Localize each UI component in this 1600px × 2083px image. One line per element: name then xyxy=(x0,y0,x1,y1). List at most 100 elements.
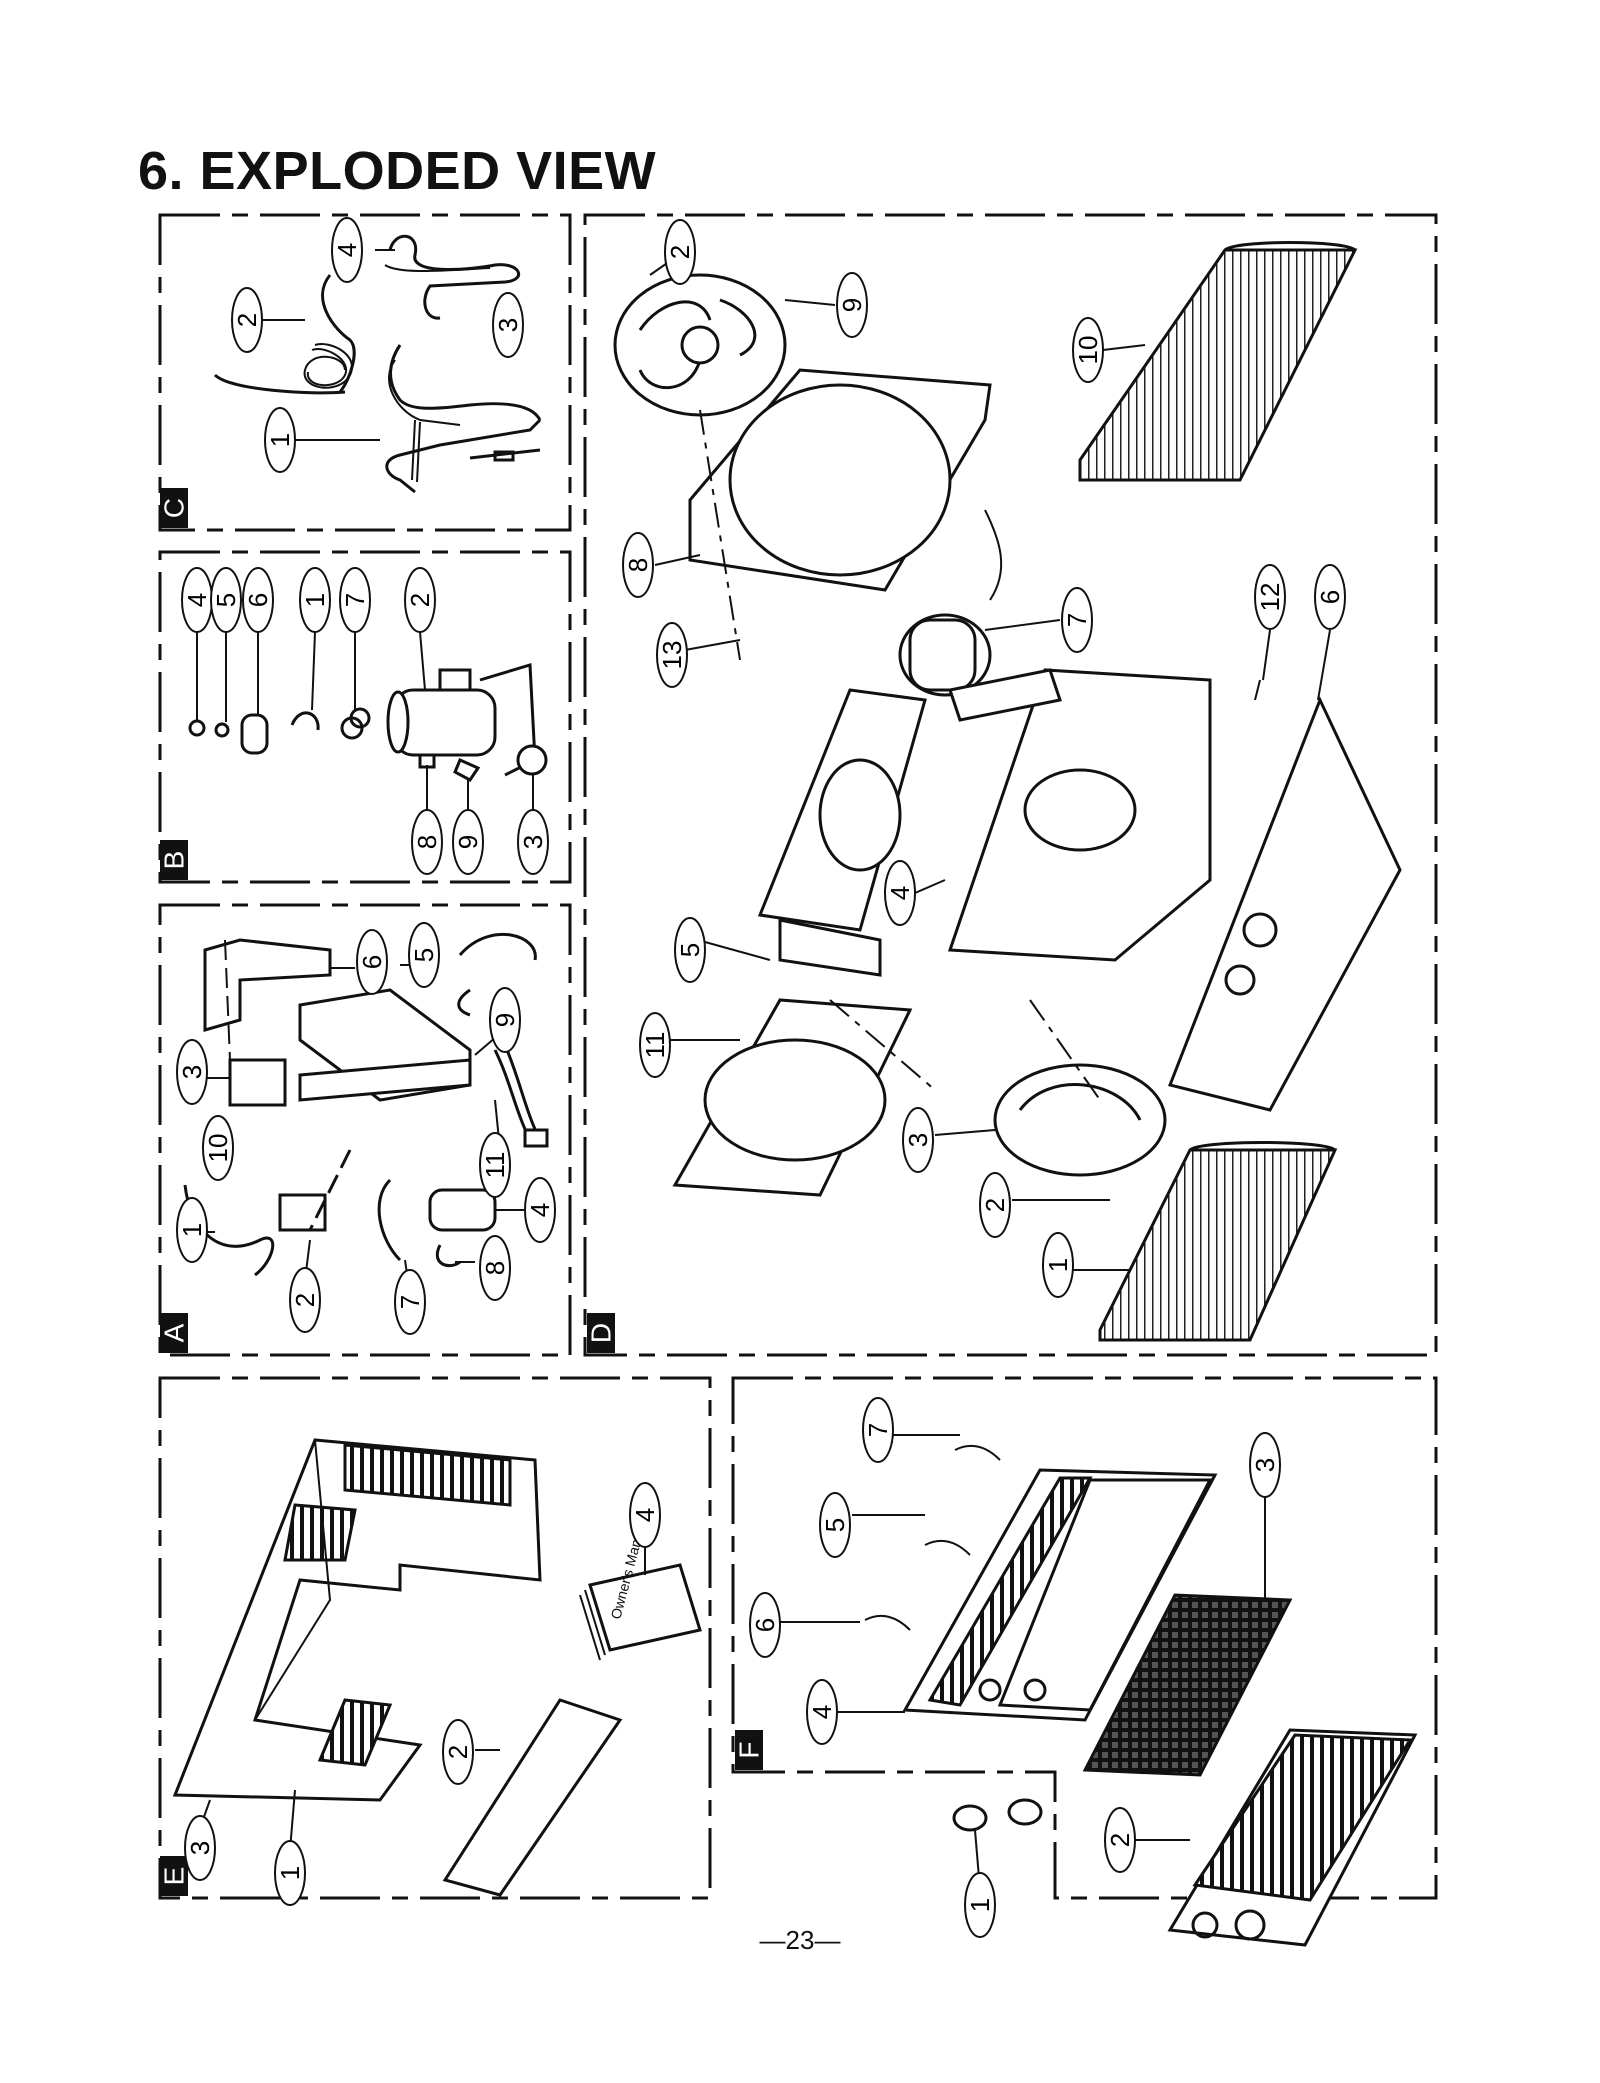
panel-b-callouts xyxy=(196,631,534,812)
svg-text:7: 7 xyxy=(1062,613,1092,627)
svg-text:7: 7 xyxy=(863,1423,893,1437)
callout-a-3: 3 xyxy=(176,1039,208,1105)
callout-d-4: 4 xyxy=(884,860,916,926)
callout-c-2: 2 xyxy=(231,287,263,353)
callout-a-9: 9 xyxy=(489,987,521,1053)
callout-d-3: 3 xyxy=(902,1107,934,1173)
callout-f-4: 4 xyxy=(806,1679,838,1745)
callout-d-6: 6 xyxy=(1314,564,1346,630)
svg-text:5: 5 xyxy=(211,593,241,607)
svg-text:3: 3 xyxy=(185,1841,215,1855)
svg-text:3: 3 xyxy=(518,835,548,849)
callout-b-5: 5 xyxy=(210,567,242,633)
svg-text:3: 3 xyxy=(1250,1458,1280,1472)
page-title: 6. EXPLODED VIEW xyxy=(138,141,657,201)
panel-tag-f: F xyxy=(734,1730,765,1770)
page-number: —23— xyxy=(759,1925,841,1955)
svg-text:1: 1 xyxy=(1043,1258,1073,1272)
callout-d-2-top: 2 xyxy=(664,219,696,285)
callout-f-2: 2 xyxy=(1104,1807,1136,1873)
callout-d-9: 9 xyxy=(836,272,868,338)
callout-a-5: 5 xyxy=(408,922,440,988)
panel-a-label: A xyxy=(159,1323,190,1342)
panel-a-parts xyxy=(183,932,549,1277)
callout-a-8: 8 xyxy=(479,1235,511,1301)
svg-text:4: 4 xyxy=(332,243,362,257)
svg-text:9: 9 xyxy=(490,1013,520,1027)
svg-text:2: 2 xyxy=(980,1198,1010,1212)
panel-f-frame xyxy=(731,1376,1438,1900)
panel-a-frame xyxy=(158,903,572,1357)
panel-c-parts xyxy=(213,234,542,494)
callout-e-4: 4 xyxy=(629,1482,661,1548)
svg-text:1: 1 xyxy=(965,1898,995,1912)
svg-text:6: 6 xyxy=(243,593,273,607)
panel-b-label: B xyxy=(159,851,190,870)
svg-text:2: 2 xyxy=(1105,1833,1135,1847)
callout-f-3: 3 xyxy=(1249,1432,1281,1498)
callout-f-7: 7 xyxy=(862,1397,894,1463)
panel-e-label: E xyxy=(159,1867,190,1886)
callout-d-11: 11 xyxy=(639,1012,671,1078)
callout-b-9: 9 xyxy=(452,809,484,875)
callout-d-1: 1 xyxy=(1042,1232,1074,1298)
panel-d-parts xyxy=(613,241,1402,1342)
svg-text:7: 7 xyxy=(340,593,370,607)
svg-text:9: 9 xyxy=(837,298,867,312)
callout-e-3: 3 xyxy=(184,1815,216,1881)
svg-text:4: 4 xyxy=(807,1705,837,1719)
callout-b-7: 7 xyxy=(339,567,371,633)
svg-text:5: 5 xyxy=(675,943,705,957)
callout-b-1: 1 xyxy=(299,567,331,633)
callout-a-10: 10 xyxy=(202,1115,234,1181)
svg-text:2: 2 xyxy=(405,593,435,607)
callout-b-4: 4 xyxy=(181,567,213,633)
panel-tag-a: A xyxy=(159,1313,190,1353)
callout-a-11: 11 xyxy=(479,1132,511,1198)
svg-text:4: 4 xyxy=(525,1203,555,1217)
svg-text:6: 6 xyxy=(1315,590,1345,604)
panel-c-callouts: 2 4 3 1 xyxy=(231,217,524,473)
callout-d-8: 8 xyxy=(622,532,654,598)
callout-d-7: 7 xyxy=(1061,587,1093,653)
svg-text:5: 5 xyxy=(820,1518,850,1532)
svg-text:7: 7 xyxy=(395,1295,425,1309)
svg-text:3: 3 xyxy=(177,1065,207,1079)
callout-b-3: 3 xyxy=(517,809,549,875)
callout-e-1: 1 xyxy=(274,1840,306,1906)
callout-a-1: 1 xyxy=(176,1197,208,1263)
callout-c-3: 3 xyxy=(492,292,524,358)
svg-text:4: 4 xyxy=(182,593,212,607)
panel-f-parts xyxy=(864,1444,1418,1947)
svg-text:2: 2 xyxy=(443,1745,473,1759)
callout-c-4: 4 xyxy=(331,217,363,283)
svg-text:1: 1 xyxy=(177,1223,207,1237)
callout-f-6: 6 xyxy=(749,1592,781,1658)
svg-text:11: 11 xyxy=(640,1032,670,1059)
svg-text:6: 6 xyxy=(750,1618,780,1632)
panel-e-parts: Owner's Manual xyxy=(172,1438,702,1897)
panel-d-label: D xyxy=(586,1323,617,1343)
svg-text:10: 10 xyxy=(203,1134,233,1163)
panel-tag-e: E xyxy=(159,1856,190,1896)
svg-text:8: 8 xyxy=(480,1261,510,1275)
svg-text:2: 2 xyxy=(665,245,695,259)
panel-d-frame xyxy=(583,213,1438,1357)
svg-text:1: 1 xyxy=(275,1866,305,1880)
svg-text:9: 9 xyxy=(453,835,483,849)
callout-a-7: 7 xyxy=(394,1269,426,1335)
svg-text:1: 1 xyxy=(300,593,330,607)
panel-b-frame xyxy=(158,550,572,884)
callout-d-12: 12 xyxy=(1254,564,1286,630)
panel-tag-c: C xyxy=(159,488,190,528)
callout-b-2: 2 xyxy=(404,567,436,633)
svg-text:10: 10 xyxy=(1073,336,1103,365)
callout-f-1: 1 xyxy=(964,1872,996,1938)
svg-text:2: 2 xyxy=(290,1293,320,1307)
callout-a-2: 2 xyxy=(289,1267,321,1333)
svg-text:4: 4 xyxy=(630,1508,660,1522)
svg-text:13: 13 xyxy=(657,641,687,670)
svg-text:3: 3 xyxy=(493,318,523,332)
svg-text:6: 6 xyxy=(357,955,387,969)
callout-d-2-bottom: 2 xyxy=(979,1172,1011,1238)
